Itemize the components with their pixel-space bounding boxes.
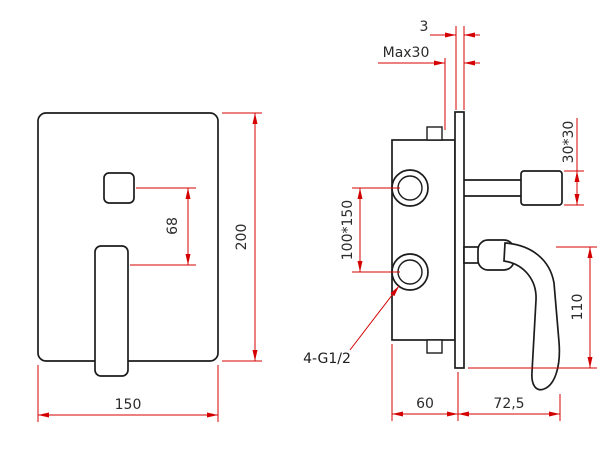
front-view-dimensions: 68 200 150 bbox=[37, 112, 262, 422]
dim-label-plate-thickness: 3 bbox=[420, 19, 429, 35]
dim-label-handle-reach: 72,5 bbox=[493, 396, 524, 412]
side-cover-plate bbox=[454, 111, 465, 369]
front-lever-handle bbox=[94, 245, 129, 377]
front-view bbox=[37, 112, 219, 377]
side-lever bbox=[503, 242, 561, 391]
side-view-dimensions: 3 Max30 30*30 100*150 110 60 72,5 4-G1/2 bbox=[303, 19, 597, 421]
dim-label-port-spacing: 100*150 bbox=[340, 200, 356, 260]
side-valve-body bbox=[391, 139, 456, 341]
dim-label-outlet-size: 30*30 bbox=[561, 121, 577, 164]
side-view bbox=[391, 111, 563, 391]
side-handle-stem bbox=[463, 246, 480, 264]
dim-label-plate-height: 200 bbox=[234, 224, 250, 251]
side-spout-outlet bbox=[520, 170, 563, 206]
side-top-port-inner bbox=[397, 175, 423, 201]
dim-label-thread-callout: 4-G1/2 bbox=[303, 351, 351, 367]
dim-label-body-depth: 60 bbox=[416, 396, 434, 412]
dim-label-plate-width: 150 bbox=[115, 397, 142, 413]
front-diverter-button bbox=[103, 172, 135, 204]
leader-line-thread bbox=[349, 285, 400, 351]
side-bottom-port-inner bbox=[397, 259, 423, 285]
dim-label-max-wall-depth: Max30 bbox=[383, 45, 430, 61]
dim-label-button-to-lever: 68 bbox=[165, 217, 181, 235]
side-bottom-mount-tab bbox=[426, 339, 443, 354]
dim-label-lever-drop: 110 bbox=[570, 294, 586, 321]
side-top-mount-tab bbox=[426, 126, 443, 141]
